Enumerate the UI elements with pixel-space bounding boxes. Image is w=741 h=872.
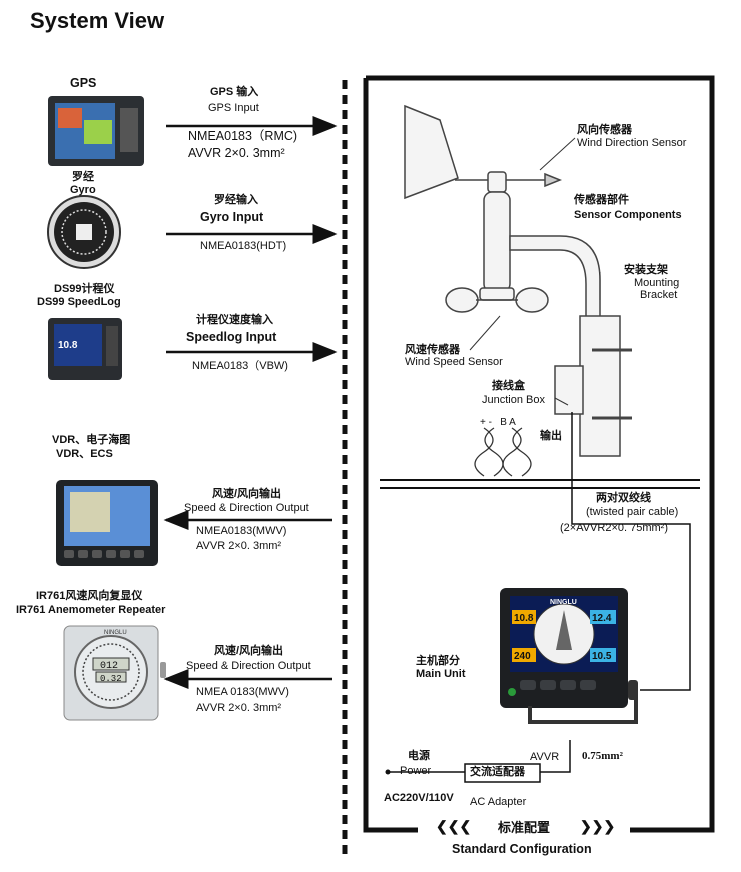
speedlog-device-label-cn: DS99计程仪 [54,283,115,295]
gps-device [48,96,144,166]
power-label-cn: 电源 [408,750,430,762]
speedlog-input-label-en: Speedlog Input [186,330,277,344]
speedlog-input-label-cn: 计程仪速度输入 [196,314,273,326]
vdr-device-label-en: VDR、ECS [56,448,113,460]
junction-box-label-cn: 接线盒 [492,380,525,392]
vdr-device [56,480,158,566]
speedlog-protocol: NMEA0183（VBW) [192,360,288,372]
main-unit-reading-1: 10.8 [514,613,534,624]
sensor-components-label-en: Sensor Components [574,209,682,221]
bracket-label-cn: 安装支架 [624,264,668,276]
junction-box-label-en: Junction Box [482,394,545,406]
repeater-cable: AVVR 2×0. 3mm² [196,702,282,714]
main-unit-label-en: Main Unit [416,668,466,680]
gps-protocol: NMEA0183（RMC) [188,129,298,143]
output-label: 输出 [540,430,562,442]
gps-input-label-cn: GPS 输入 [210,86,259,98]
repeater-device-label-cn: IR761风速风向复显仪 [36,590,143,602]
vdr-output-label-en: Speed & Direction Output [184,502,309,514]
wind-direction-sensor-label-en: Wind Direction Sensor [577,137,687,149]
wind-direction-sensor-label-cn: 风向传感器 [577,124,632,136]
bracket-label-en-2: Bracket [640,289,678,301]
arrows-left-icon: ❮❮❮ [436,818,472,834]
ac-voltage-label: AC220V/110V [384,792,454,804]
junction-box [554,365,584,415]
speedlog-device [48,318,122,380]
mounting-bracket [579,315,632,457]
sensor-components-label-cn: 传感器部件 [574,194,629,206]
ac-adapter-label-cn: 交流适配器 [470,766,525,778]
gyro-device-label-cn: 罗经 [72,171,94,183]
standard-config-label-en: Standard Configuration [452,842,592,856]
repeater-output-label-en: Speed & Direction Output [186,660,311,672]
page-title: System View [30,8,165,33]
vdr-cable: AVVR 2×0. 3mm² [196,540,282,552]
gps-device-label: GPS [70,76,97,90]
repeater-protocol: NMEA 0183(MWV) [196,686,289,698]
power-cable-spec: 0.75mm² [582,750,623,762]
main-unit-reading-4: 10.5 [592,651,612,662]
gyro-protocol: NMEA0183(HDT) [200,240,287,252]
main-unit-device [500,588,638,724]
gyro-device [47,195,121,269]
repeater-device-label-en: IR761 Anemometer Repeater [16,604,166,616]
vdr-protocol: NMEA0183(MWV) [196,525,287,537]
cable-spec: (2×AVVR2×0. 75mm²) [560,522,669,534]
avvr-label: AVVR [530,751,560,763]
repeater-brand: NINGLU [104,630,127,636]
repeater-device [63,625,166,721]
power-cable [388,740,571,773]
main-unit-label-cn: 主机部分 [416,655,460,667]
main-unit-reading-3: 240 [514,651,531,662]
standard-config-label-cn: 标准配置 [498,820,551,835]
cable-label-cn: 两对双绞线 [596,492,651,504]
repeater-reading-1: 012 [100,661,118,672]
config-frame [363,75,715,833]
ac-adapter-box [464,763,541,783]
gyro-input-label-cn: 罗经输入 [214,194,258,206]
speedlog-reading: 10.8 [58,340,78,351]
leader-lines [469,137,601,406]
gyro-input-label-en: Gyro Input [200,210,264,224]
wind-speed-sensor-label-cn: 风速传感器 [405,344,460,356]
gps-cable: AVVR 2×0. 3mm² [188,146,285,160]
cable-label-en: (twisted pair cable) [586,506,679,518]
arrows-right-icon: ❯❯❯ [580,818,616,834]
main-unit-reading-2: 12.4 [592,613,612,624]
main-unit-brand: NINGLU [550,599,577,606]
vdr-device-label-cn: VDR、电子海图 [52,434,131,446]
speedlog-device-label-en: DS99 SpeedLog [37,296,121,308]
repeater-reading-2: 0.32 [100,674,122,684]
power-label-en: Power [400,765,432,777]
wind-speed-sensor-label-en: Wind Speed Sensor [405,356,503,368]
bracket-label-en-1: Mounting [634,277,680,289]
sensor-cable [571,412,691,691]
gyro-device-label-en: Gyro [70,184,96,196]
ac-adapter-label-en: AC Adapter [470,796,527,808]
repeater-output-label-cn: 风速/风向输出 [214,645,284,657]
twisted-pairs [474,427,532,477]
terminal-labels: + - B A [480,417,516,428]
vdr-output-label-cn: 风速/风向输出 [212,488,282,500]
gps-input-label-en: GPS Input [208,102,259,114]
wind-vane [404,104,563,200]
